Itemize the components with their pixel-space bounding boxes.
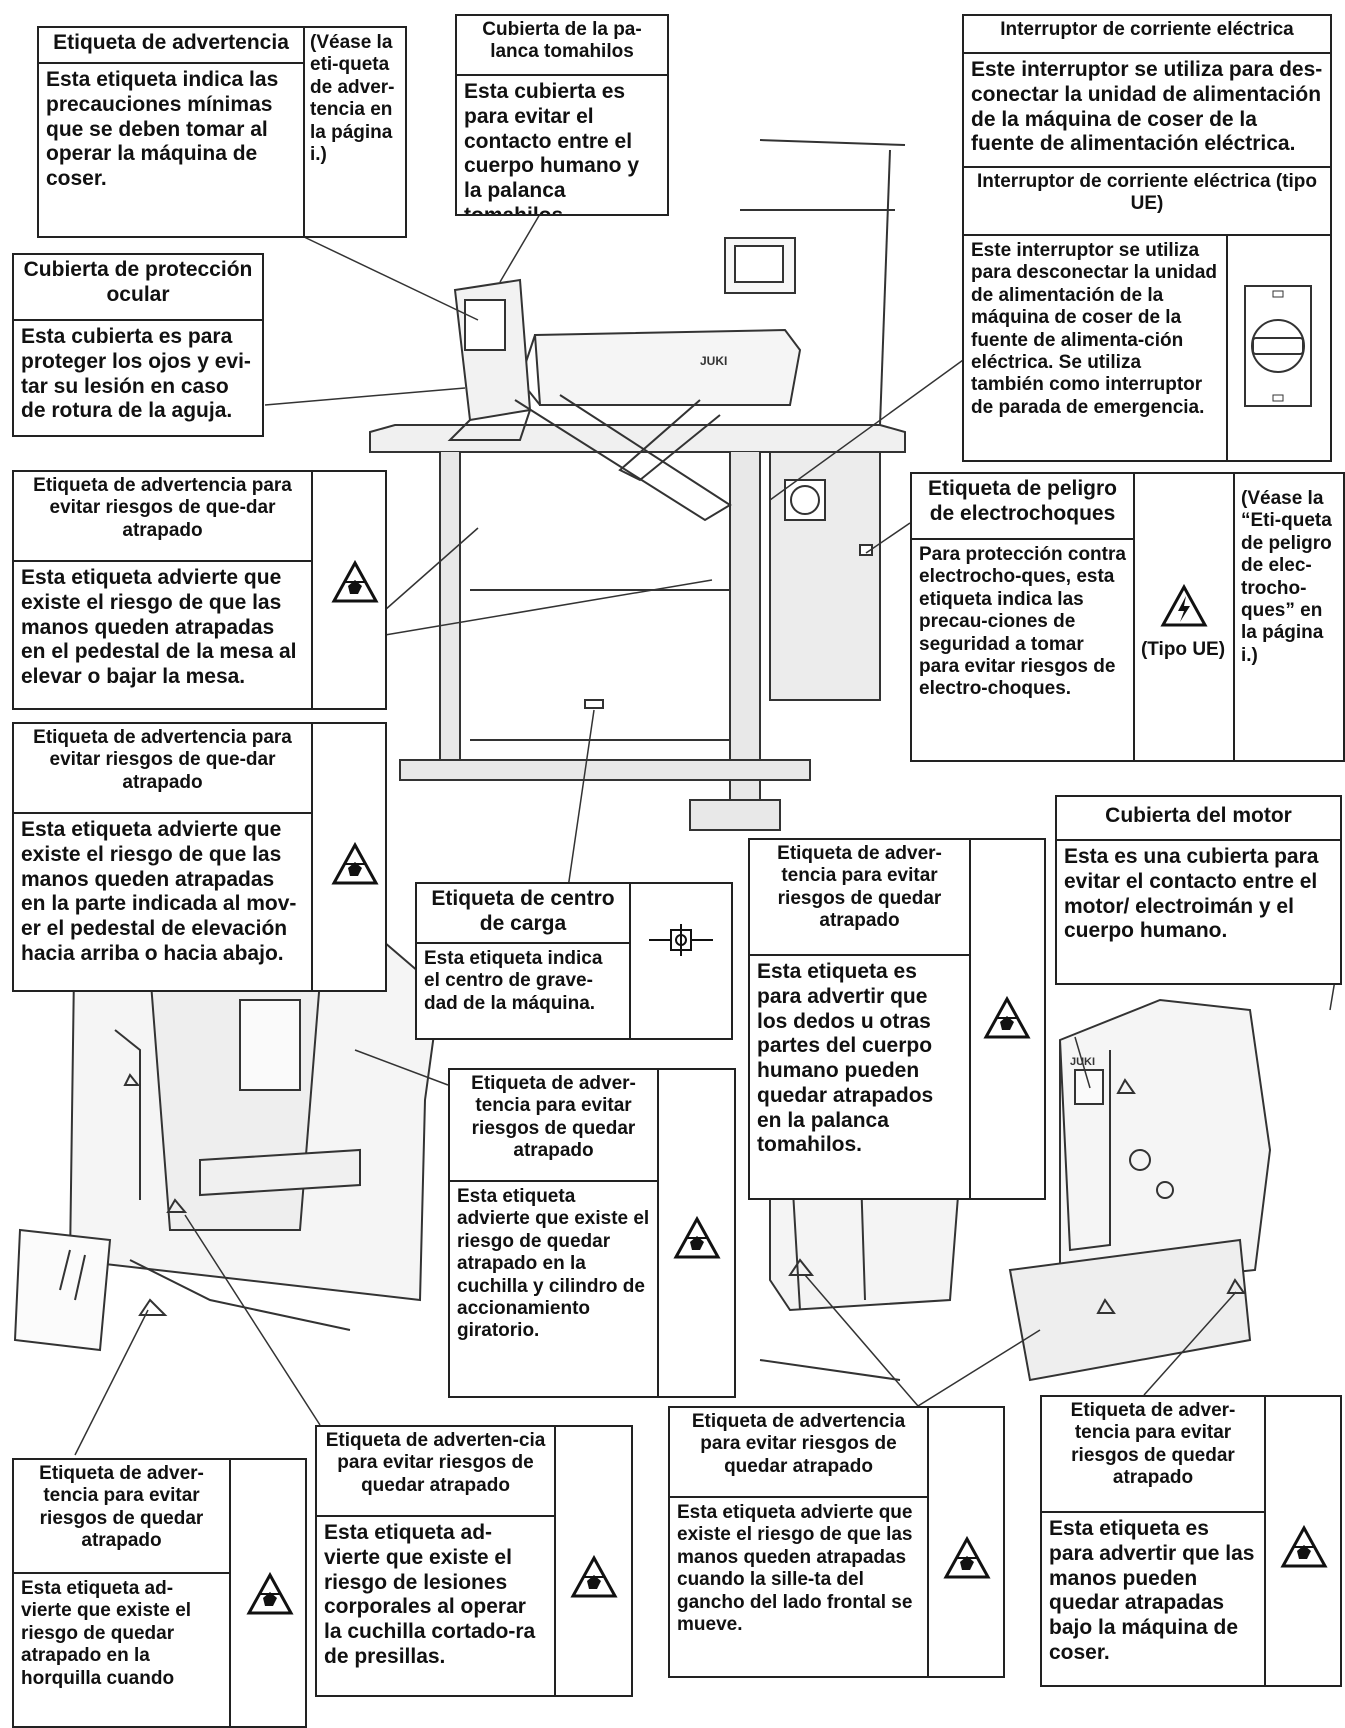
motor-cover-title: Cubierta del motor (1105, 804, 1292, 827)
leader-motor-cover (1329, 979, 1336, 1011)
label-box-trap-take-up: Etiqueta de adver-tencia para evitar rie… (748, 838, 1046, 1200)
power-switch-eu-body: Este interruptor se utiliza para descone… (971, 240, 1218, 418)
table-top (369, 424, 906, 453)
hand-pinch-warning-icon (1280, 1525, 1328, 1568)
table-base (399, 759, 811, 781)
leader-trap-take-up (1074, 1036, 1091, 1089)
hand-pinch-warning-icon (331, 560, 379, 603)
load-center-title: Etiqueta de centro de carga (431, 887, 615, 935)
trap-knife-body: Esta etiqueta advierte que existe el rie… (457, 1186, 650, 1342)
label-box-trap-under: Etiqueta de adver-tencia para evitar rie… (1040, 1395, 1342, 1687)
take-up-cover-body: Esta cubierta es para evitar el contacto… (464, 80, 640, 214)
leader-trap-knife (354, 1049, 449, 1086)
table-foot (689, 799, 781, 831)
detail-left-glass (13, 1228, 112, 1352)
motor-cover (533, 328, 802, 406)
leader-trap-under (1143, 1291, 1237, 1396)
rotary-switch-icon (1244, 285, 1312, 407)
center-of-gravity-icon (649, 924, 713, 956)
eye-cover-title: Cubierta de protección ocular (23, 258, 253, 306)
leader-power-switch (769, 354, 971, 501)
take-up-cover-title: Cubierta de la pa-lanca tomahilos (482, 19, 642, 63)
label-box-trap-pedestal: Etiqueta de advertencia para evitar ries… (12, 722, 387, 992)
trap-pedestal-body: Esta etiqueta advierte que existe el rie… (21, 818, 297, 965)
label-box-power-switch: Interruptor de corriente eléctrica Este … (962, 14, 1332, 462)
table-leg-right (729, 452, 761, 801)
electric-shock-warning-icon (1160, 584, 1208, 627)
leader-trap-table-1 (384, 527, 479, 611)
label-box-trap-fork: Etiqueta de adver-tencia para evitar rie… (12, 1458, 307, 1728)
hand-pinch-warning-icon (673, 1216, 721, 1259)
power-switch-title: Interruptor de corriente eléctrica (1000, 19, 1294, 40)
warning-label-body: Esta etiqueta indica las precauciones mí… (46, 68, 279, 191)
power-switch-eu-title: Interruptor de corriente eléctrica (tipo… (977, 171, 1317, 215)
leader-take-up-cover (499, 213, 541, 283)
trap-under-body: Esta etiqueta es para advertir que las m… (1049, 1517, 1255, 1664)
leader-eye-cover (264, 387, 466, 406)
label-box-load-center: Etiqueta de centro de carga Esta etiquet… (415, 882, 733, 1040)
hand-pinch-warning-icon (246, 1572, 294, 1615)
trap-table-title: Etiqueta de advertencia para evitar ries… (33, 475, 292, 541)
shock-body: Para protección contra electrocho-ques, … (919, 544, 1126, 700)
label-box-take-up-cover: Cubierta de la pa-lanca tomahilos Esta c… (455, 14, 669, 216)
trap-knife-title: Etiqueta de adver-tencia para evitar rie… (471, 1073, 636, 1162)
label-box-trap-bartack: Etiqueta de adverten-cia para evitar rie… (315, 1425, 633, 1697)
leader-trap-table-2 (384, 579, 713, 636)
leader-trap-fork (74, 1309, 149, 1456)
label-box-warning: Etiqueta de advertencia Esta etiqueta in… (37, 26, 407, 238)
power-switch-body: Este interruptor se utiliza para des-con… (971, 58, 1323, 156)
motor-cover-body: Esta es una cubierta para evitar el cont… (1064, 845, 1319, 943)
trap-fork-body: Esta etiqueta ad-vierte que existe el ri… (21, 1578, 192, 1689)
label-box-trap-knife: Etiqueta de adver-tencia para evitar rie… (448, 1068, 736, 1398)
trap-hook-body: Esta etiqueta advierte que existe el rie… (677, 1502, 913, 1636)
shock-note: (Véase la “Eti-queta de peligro de elec-… (1241, 488, 1332, 666)
hand-pinch-warning-icon (331, 842, 379, 885)
leader-shock (865, 522, 911, 554)
hand-pinch-warning-icon (570, 1555, 618, 1598)
load-center-body: Esta etiqueta indica el centro de grave-… (424, 948, 603, 1014)
leader-trap-hook (804, 1274, 919, 1407)
label-box-trap-hook: Etiqueta de advertencia para evitar ries… (668, 1406, 1005, 1678)
leader-load-center (567, 709, 595, 889)
eye-cover-body: Esta cubierta es para proteger los ojos … (21, 325, 251, 423)
label-box-trap-table: Etiqueta de advertencia para evitar ries… (12, 470, 387, 710)
brand-logo-main: JUKI (700, 354, 727, 368)
trap-take-up-body: Esta etiqueta es para advertir que los d… (757, 960, 934, 1157)
trap-under-title: Etiqueta de adver-tencia para evitar rie… (1070, 1400, 1236, 1489)
table-leg-left (439, 452, 461, 761)
leader-trap-hook-2 (917, 1329, 1041, 1407)
hand-pinch-warning-icon (983, 996, 1031, 1039)
label-box-shock: Etiqueta de peligro de electrochoques Pa… (910, 472, 1345, 762)
trap-take-up-title: Etiqueta de adver-tencia para evitar rie… (777, 843, 942, 932)
leader-trap-bartack (184, 1214, 321, 1426)
label-box-eye-cover: Cubierta de protección ocular Esta cubie… (12, 253, 264, 437)
trap-bartack-title: Etiqueta de adverten-cia para evitar rie… (325, 1430, 546, 1496)
trap-bartack-body: Esta etiqueta ad-vierte que existe el ri… (324, 1521, 536, 1668)
label-box-motor-cover: Cubierta del motor Esta es una cubierta … (1055, 795, 1342, 985)
trap-table-body: Esta etiqueta advierte que existe el rie… (21, 566, 297, 689)
thread-stand-pole (879, 149, 891, 426)
warning-label-title: Etiqueta de advertencia (53, 31, 289, 54)
shock-tipo-label: (Tipo UE) (1140, 639, 1226, 660)
trap-fork-title: Etiqueta de adver-tencia para evitar rie… (39, 1463, 204, 1552)
hand-pinch-warning-icon (943, 1536, 991, 1579)
leader-warning-label (301, 235, 479, 321)
trap-pedestal-title: Etiqueta de advertencia para evitar ries… (33, 727, 292, 793)
warning-label-note: (Véase la eti-queta de adver-tencia en l… (310, 32, 395, 166)
shock-title: Etiqueta de peligro de electrochoques (927, 477, 1118, 525)
trap-hook-title: Etiqueta de advertencia para evitar ries… (691, 1411, 906, 1477)
